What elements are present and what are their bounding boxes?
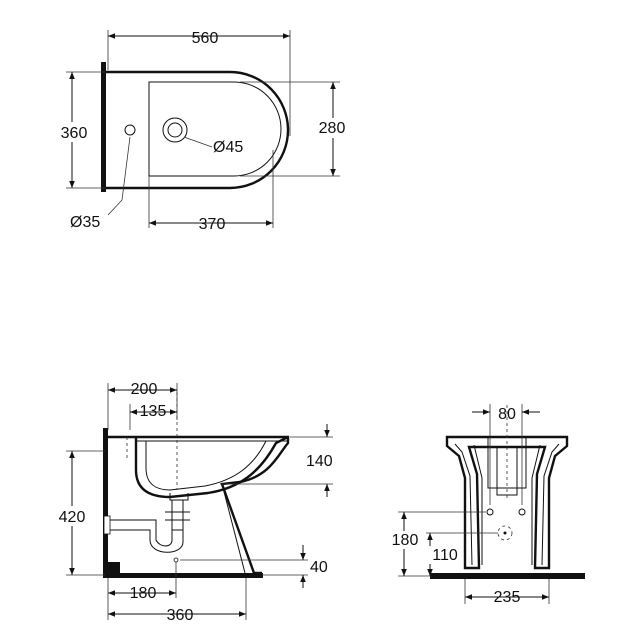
side-wall: [103, 428, 108, 576]
dim-diameter-35: Ø35: [70, 214, 100, 231]
dim-360-side: 360: [167, 607, 194, 624]
side-pedestal: [221, 483, 246, 574]
dim-235: 235: [494, 589, 521, 606]
drain-inner: [167, 122, 183, 138]
drain-circle: [162, 117, 188, 143]
side-bowl-outer: [108, 435, 290, 575]
dim-80: 80: [498, 406, 516, 423]
side-bowl-inner: [134, 435, 289, 499]
side-view: 200 135 140 420 40 180 360: [52, 381, 333, 624]
dim-40: 40: [310, 559, 328, 576]
front-body-outer: [445, 435, 569, 570]
top-view: 560 360 280 370 Ø45 Ø35: [54, 30, 354, 233]
dim-110: 110: [432, 547, 458, 564]
dim-560: 560: [192, 30, 219, 47]
side-floor: [103, 573, 263, 578]
dim-135: 135: [140, 403, 167, 420]
front-bowl: [487, 437, 527, 489]
front-floor: [430, 573, 585, 579]
dim-140: 140: [306, 453, 333, 470]
dim-200: 200: [131, 381, 158, 398]
side-trap: [108, 493, 190, 553]
dim-280: 280: [319, 120, 346, 137]
front-legs-inner: [454, 443, 560, 566]
front-hole-right: [518, 508, 526, 516]
dim-180-side: 180: [130, 585, 157, 602]
dim-370: 370: [199, 216, 226, 233]
dim-diameter-45: Ø45: [213, 139, 243, 156]
top-basin: [148, 81, 282, 177]
front-drain: [497, 525, 513, 541]
top-outline: [106, 70, 290, 190]
dim-360-top: 360: [61, 125, 88, 142]
dim-420: 420: [59, 509, 86, 526]
front-view: 80 180 110 235: [388, 404, 585, 606]
top-wall: [101, 62, 106, 192]
side-wall-foot: [108, 562, 120, 573]
side-bowl-inner-2: [145, 440, 267, 491]
dim-180-front: 180: [392, 532, 419, 549]
front-hole-left: [486, 508, 494, 516]
tap-hole: [124, 124, 136, 136]
